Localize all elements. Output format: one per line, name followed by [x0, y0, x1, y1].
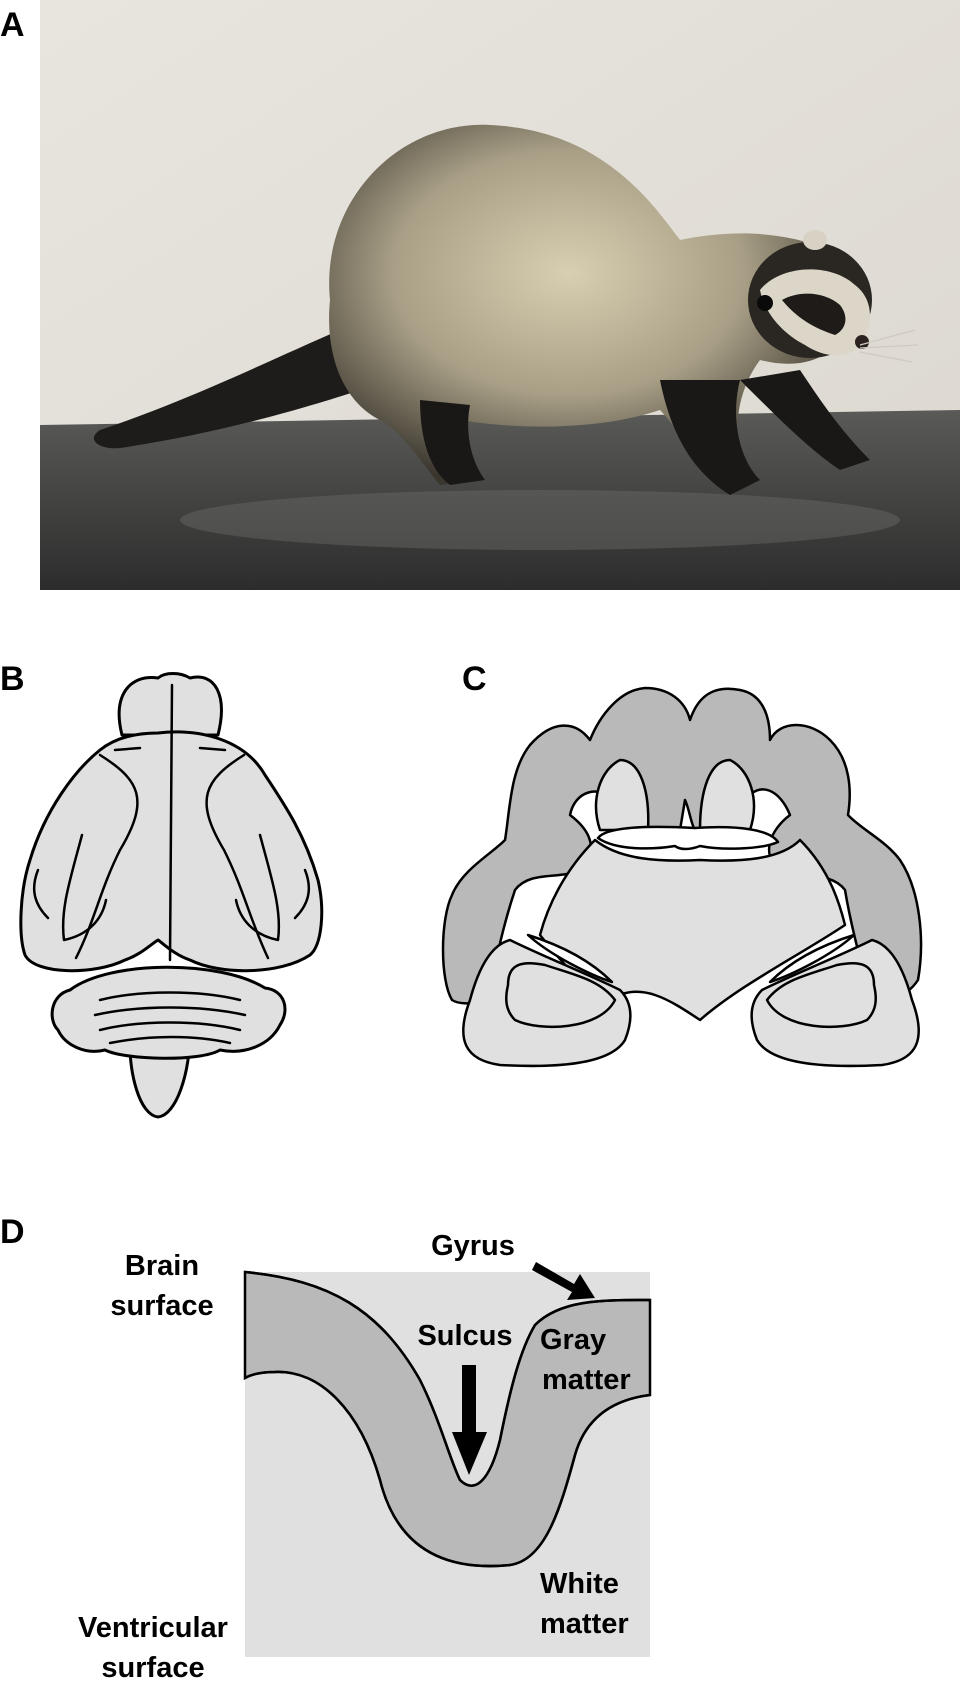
sulcus-arrow — [452, 1365, 487, 1475]
panel-label-c: C — [462, 660, 487, 698]
gray-white-boundary — [244, 1370, 651, 1568]
olfactory-bulbs — [117, 672, 223, 737]
gyrus-arrow — [532, 1262, 595, 1300]
midline-fissure — [168, 683, 174, 962]
label-gray-matter: Gray matter — [536, 1320, 656, 1400]
ferret-eye — [757, 295, 773, 311]
panel-label-a: A — [0, 6, 25, 44]
lateral-ventricles — [596, 825, 780, 851]
label-white-matter-line1: White — [540, 1568, 619, 1600]
label-gray-matter-line1: Gray — [540, 1324, 607, 1356]
panel-label-d: D — [0, 1213, 25, 1251]
cortical-fold-schematic — [243, 1270, 652, 1657]
label-gray-matter-line2: matter — [542, 1364, 631, 1396]
brain-coronal-section — [441, 686, 923, 1068]
label-ventricular-surface: Ventricular surface — [58, 1608, 248, 1688]
label-white-matter: White matter — [536, 1564, 656, 1644]
label-brain-surface: Brain surface — [92, 1246, 232, 1326]
cerebellum — [50, 965, 287, 1060]
brain-dorsal-sulci — [32, 683, 311, 1045]
label-white-matter-line2: matter — [540, 1608, 629, 1640]
label-gyrus: Gyrus — [431, 1230, 515, 1262]
label-brain-surface-line1: Brain — [124, 1250, 200, 1282]
label-sulcus: Sulcus — [417, 1320, 513, 1352]
label-ventricular-line2: surface — [101, 1652, 205, 1684]
brain-surface-line — [244, 1270, 651, 1487]
label-ventricular-line1: Ventricular — [78, 1612, 228, 1644]
label-brain-surface-line2: surface — [110, 1290, 214, 1322]
panel-label-b: B — [0, 660, 25, 698]
ferret-photo — [40, 0, 960, 590]
